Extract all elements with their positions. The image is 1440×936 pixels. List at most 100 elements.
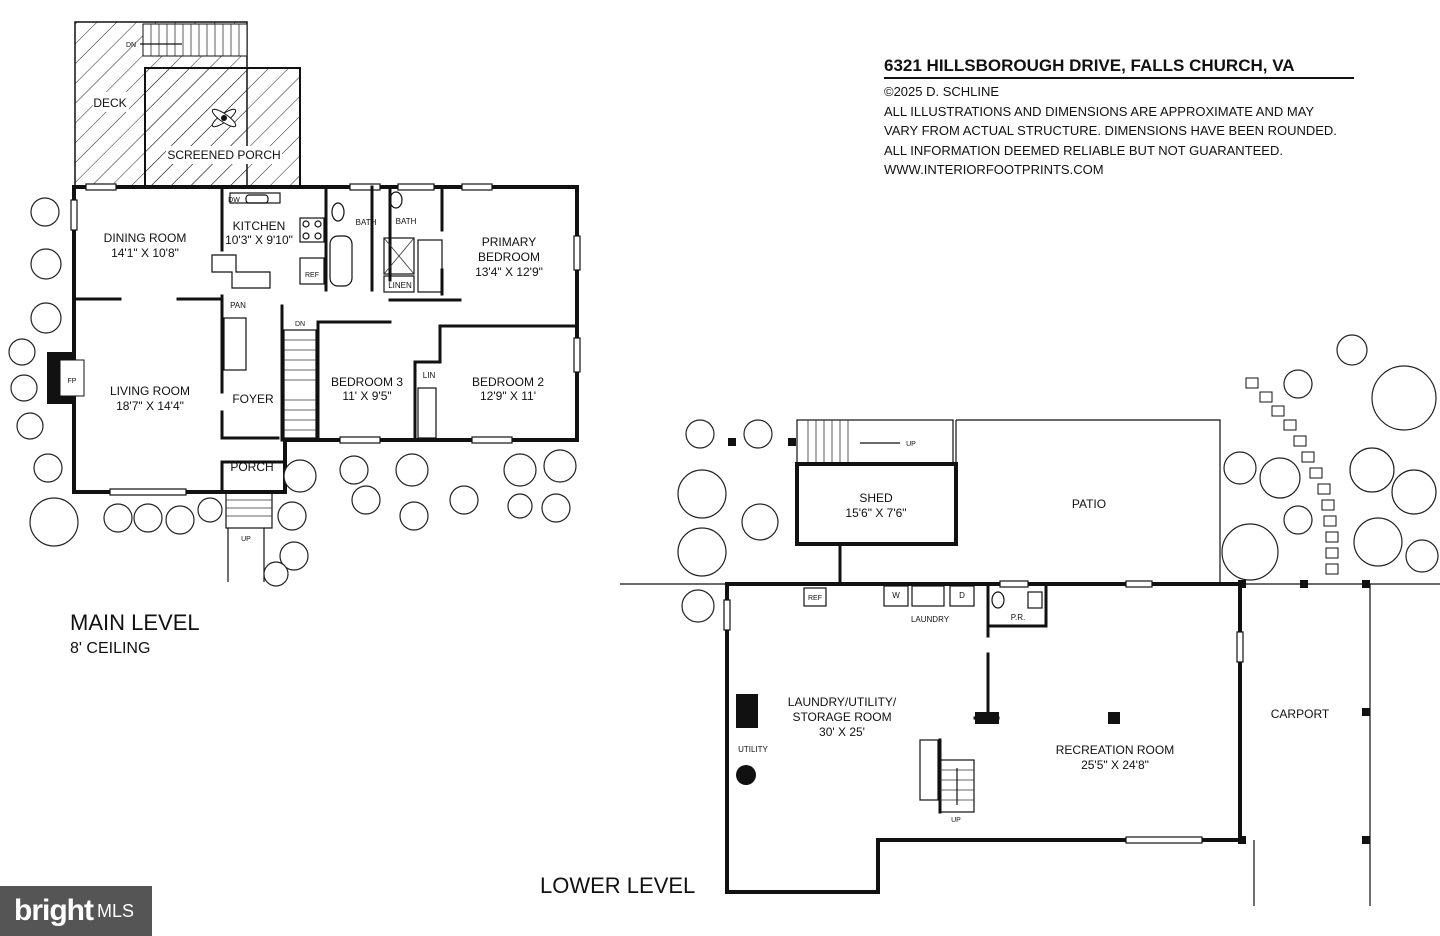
main-level-ceiling: 8' CEILING — [70, 640, 150, 657]
bedroom2-label: BEDROOM 2 — [472, 375, 544, 389]
recreation-room-label: RECREATION ROOM — [1056, 743, 1174, 757]
porch-label: PORCH — [230, 460, 273, 474]
lower-exterior-wall — [725, 582, 1242, 894]
shrub-icon — [30, 248, 62, 280]
stepping-stone — [1325, 547, 1339, 559]
window-icon — [349, 183, 381, 191]
living-room-label: LIVING ROOM — [110, 384, 190, 398]
window-icon — [723, 599, 731, 631]
stove-icon — [299, 217, 325, 243]
primary-bedroom-dimensions: 13'4" X 12'9" — [475, 265, 543, 279]
carport-post — [1238, 836, 1246, 844]
carport-label: CARPORT — [1271, 707, 1330, 721]
porch-step-treads — [226, 499, 272, 517]
shrub-icon — [10, 374, 38, 402]
disclaimer-line-1: ALL ILLUSTRATIONS AND DIMENSIONS ARE APP… — [884, 104, 1314, 119]
tree-icon — [1221, 523, 1279, 581]
deck-label: DECK — [93, 96, 126, 110]
carport-post — [1362, 580, 1370, 588]
shrub-icon — [339, 455, 369, 485]
refrigerator-icon — [299, 257, 325, 285]
support-post — [1108, 712, 1120, 724]
shrub-icon — [1223, 451, 1257, 485]
screened-porch-label: SCREENED PORCH — [167, 148, 280, 162]
deck-label-bg — [93, 92, 129, 112]
shrub-icon — [1259, 457, 1301, 499]
lower-interior-walls — [938, 582, 1048, 814]
disclaimer-line-2: VARY FROM ACTUAL STRUCTURE. DIMENSIONS H… — [884, 123, 1337, 138]
toilet-icon — [389, 191, 403, 209]
watermark-brand: bright — [14, 894, 94, 927]
recreation-room-dimensions: 25'5" X 24'8" — [1081, 758, 1149, 772]
carport-post — [1238, 580, 1246, 588]
main-level-plan: DN DECK SCREENED PORCH — [8, 21, 581, 657]
primary-bath-label: BATH — [396, 217, 417, 226]
kitchen-peninsula — [211, 254, 271, 289]
shrub-icon — [277, 501, 307, 531]
closet-icon — [417, 387, 437, 439]
exterior-stairs — [796, 419, 954, 465]
window-icon — [339, 436, 381, 444]
bedroom3-label: BEDROOM 3 — [331, 375, 403, 389]
shrub-icon — [16, 412, 44, 440]
shower-icon — [383, 237, 415, 275]
stepping-stone — [1321, 499, 1335, 511]
shrub-icon — [263, 561, 289, 587]
tree-icon — [1353, 517, 1403, 567]
deck-stair-treads — [150, 24, 240, 56]
header-block: 6321 HILLSBOROUGH DRIVE, FALLS CHURCH, V… — [884, 56, 1354, 177]
water-heater-icon — [736, 765, 756, 785]
fence-post — [788, 438, 796, 446]
website-text: WWW.INTERIORFOOTPRINTS.COM — [884, 162, 1104, 177]
stepping-stone — [1259, 391, 1273, 403]
stepping-stone — [1293, 435, 1307, 447]
window-icon — [1236, 631, 1244, 663]
carport-post — [1362, 708, 1370, 716]
disclaimer-line-3: ALL INFORMATION DEEMED RELIABLE BUT NOT … — [884, 143, 1283, 158]
support-post — [975, 712, 999, 724]
lower-level-title: LOWER LEVEL — [540, 873, 695, 898]
laundry-sink-icon — [911, 585, 945, 607]
screened-porch-area — [144, 67, 301, 189]
laundry-label: LAUNDRY — [911, 615, 950, 624]
shrub-icon — [33, 453, 63, 483]
window-icon — [999, 580, 1029, 588]
primary-bedroom-label-1: PRIMARY — [482, 235, 536, 249]
ceiling-fan-icon — [211, 108, 237, 128]
shrub-icon — [197, 497, 223, 523]
burner-icon — [302, 232, 310, 240]
bedroom3-dimensions: 11' X 9'5" — [342, 389, 391, 403]
shrub-icon — [543, 449, 577, 483]
utility-label: UTILITY — [738, 745, 768, 754]
main-stair-treads — [284, 339, 316, 431]
main-interior-walls — [72, 185, 579, 494]
stepping-stone — [1325, 563, 1339, 575]
shower-cross — [383, 237, 415, 275]
shrub-icon — [399, 501, 429, 531]
pantry-label: PAN — [230, 301, 246, 310]
tree-icon — [677, 469, 727, 519]
watermark-suffix: MLS — [96, 900, 134, 921]
bright-mls-watermark: bright MLS — [0, 886, 152, 936]
stepping-stone — [1283, 419, 1297, 431]
toilet-icon — [991, 591, 1005, 609]
window-icon — [461, 183, 493, 191]
washer-icon — [883, 585, 909, 607]
fireplace-label: FP — [68, 378, 77, 385]
washer-label: W — [892, 591, 900, 600]
linen-closet-label: LIN — [423, 371, 436, 380]
window-icon — [397, 183, 435, 191]
dryer-label: D — [959, 591, 965, 600]
window-icon — [109, 488, 187, 496]
deck-dn-label: DN — [126, 42, 136, 49]
primary-bedroom-label-2: BEDROOM — [478, 250, 540, 264]
dryer-icon — [949, 585, 975, 607]
kitchen-ref-label: REF — [305, 272, 319, 279]
exterior-stair-treads — [807, 420, 849, 464]
shrub-icon — [1283, 369, 1313, 399]
stepping-stone — [1271, 405, 1285, 417]
main-stairs-dn-label: DN — [295, 321, 305, 328]
lower-ref-label: REF — [808, 595, 822, 602]
shed-walls — [795, 462, 958, 546]
